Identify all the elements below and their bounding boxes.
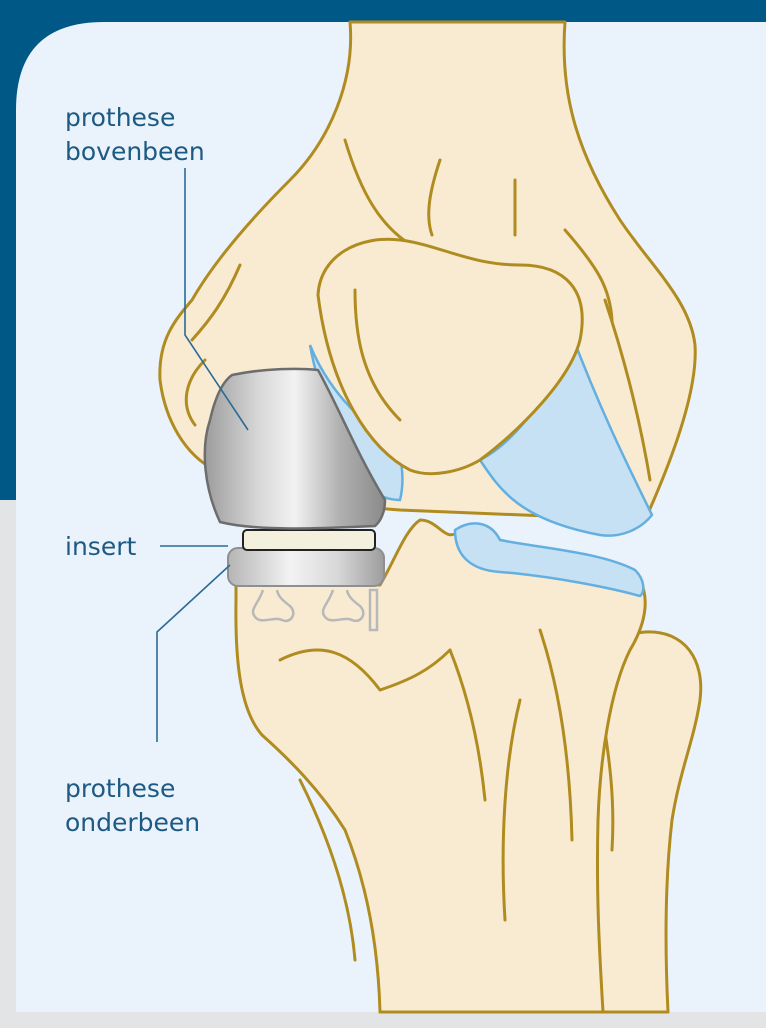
tibial-tray — [228, 548, 384, 586]
label-femoral-line2: bovenbeen — [65, 137, 205, 166]
label-femoral-line1: prothese — [65, 103, 175, 132]
insert-component — [243, 530, 375, 550]
label-tibial-line1: prothese — [65, 774, 175, 803]
label-insert: insert — [65, 532, 136, 561]
label-tibial-line2: onderbeen — [65, 808, 200, 837]
